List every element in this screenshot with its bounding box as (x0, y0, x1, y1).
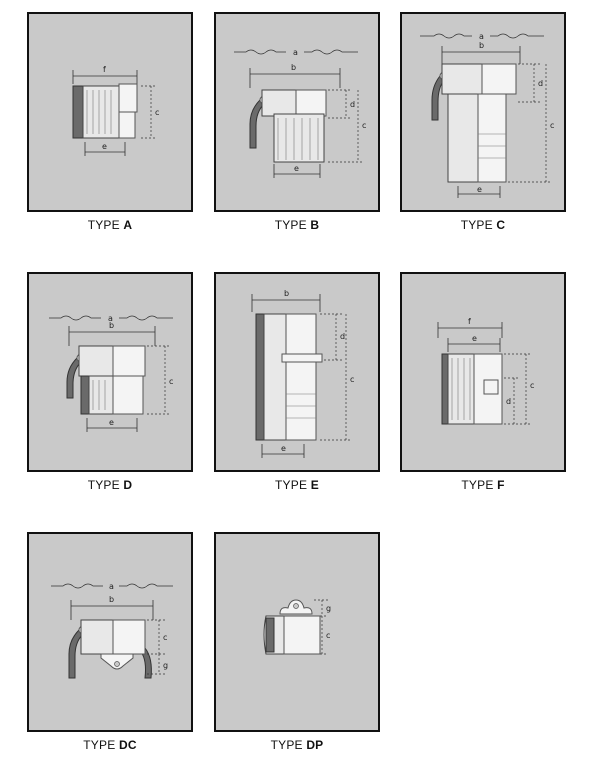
dim-label-c: c (550, 121, 554, 130)
caption-code: D (123, 478, 133, 492)
diagram-panel-type-b: a b d c (214, 12, 380, 212)
caption-code: A (123, 218, 133, 232)
dim-label-d: d (538, 79, 543, 88)
dim-label-c: c (155, 108, 159, 117)
caption-code: DP (306, 738, 324, 752)
caption-type-b: TYPE B (214, 218, 380, 232)
diagram-panel-type-a: f c e (27, 12, 193, 212)
dim-label-c: c (362, 121, 366, 130)
caption-type-dp: TYPE DP (214, 738, 380, 752)
dim-label-e: e (109, 418, 114, 427)
diagram-panel-type-f: f e c d (400, 272, 566, 472)
type-c-drawing: a b d c e (420, 32, 554, 198)
dim-label-c: c (530, 381, 534, 390)
diagram-panel-type-e: b d c e (214, 272, 380, 472)
type-f-drawing: f e c d (437, 317, 534, 425)
dim-label-g: g (326, 604, 331, 613)
diagram-panel-type-dp: g c (214, 532, 380, 732)
type-a-drawing: f c e (72, 65, 159, 156)
dim-label-b: b (109, 321, 114, 330)
caption-prefix: TYPE (460, 218, 493, 232)
caption-code: C (496, 218, 506, 232)
caption-type-e: TYPE E (214, 478, 380, 492)
caption-prefix: TYPE (87, 478, 120, 492)
dim-label-e: e (472, 334, 477, 343)
caption-prefix: TYPE (275, 478, 308, 492)
caption-prefix: TYPE (87, 218, 120, 232)
caption-code: DC (118, 738, 137, 752)
dim-label-a: a (108, 314, 113, 323)
caption-code: E (310, 478, 319, 492)
dim-label-g: g (163, 661, 168, 670)
caption-type-f: TYPE F (400, 478, 566, 492)
caption-code: B (310, 218, 320, 232)
type-b-drawing: a b d c (234, 48, 366, 178)
dim-label-c: c (350, 375, 354, 384)
dim-label-b: b (291, 63, 296, 72)
dim-label-e: e (281, 444, 286, 453)
caption-type-d: TYPE D (27, 478, 193, 492)
caption-prefix: TYPE (274, 218, 307, 232)
type-dp-drawing: g c (263, 599, 331, 655)
dim-label-e: e (477, 185, 482, 194)
dim-label-d: d (340, 332, 345, 341)
caption-prefix: TYPE (461, 478, 494, 492)
dim-label-f: f (103, 65, 106, 74)
dim-label-a: a (293, 48, 298, 57)
type-dc-drawing: a b c g (51, 582, 173, 679)
caption-prefix: TYPE (83, 738, 116, 752)
dim-label-b: b (284, 289, 289, 298)
type-e-drawing: b d c e (251, 289, 354, 458)
dim-label-e: e (102, 142, 107, 151)
caption-type-dc: TYPE DC (27, 738, 193, 752)
diagram-panel-type-dc: a b c g (27, 532, 193, 732)
dim-label-d: d (350, 100, 355, 109)
dim-label-a: a (479, 32, 484, 41)
caption-prefix: TYPE (270, 738, 303, 752)
diagram-panel-type-c: a b d c e (400, 12, 566, 212)
dim-label-d: d (506, 397, 511, 406)
dim-label-c: c (163, 633, 167, 642)
dim-label-e: e (294, 164, 299, 173)
diagram-panel-type-d: a b c e (27, 272, 193, 472)
dim-label-b: b (479, 41, 484, 50)
caption-type-a: TYPE A (27, 218, 193, 232)
dim-label-c: c (326, 631, 330, 640)
dim-label-a: a (109, 582, 114, 591)
dim-label-f: f (468, 317, 471, 326)
type-d-drawing: a b c e (49, 314, 173, 432)
dim-label-c: c (169, 377, 173, 386)
caption-type-c: TYPE C (400, 218, 566, 232)
caption-code: F (497, 478, 505, 492)
dim-label-b: b (109, 595, 114, 604)
